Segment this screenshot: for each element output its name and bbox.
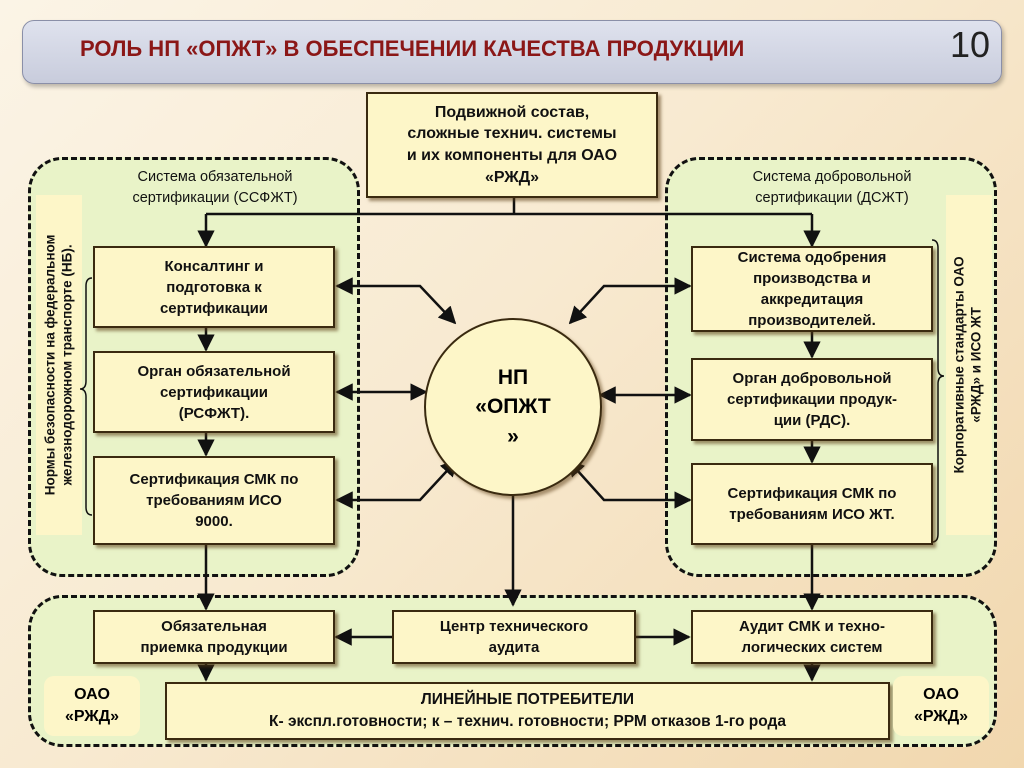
oao-rzd-right: ОАО«РЖД» [893,676,989,736]
np-opzht-circle: НП«ОПЖТ» [424,318,602,496]
right-brace [931,239,945,543]
right-side-label: Корпоративные стандарты ОАО«РЖД» и ИСО Ж… [946,195,992,535]
oao-rzd-left: ОАО«РЖД» [44,676,140,736]
title-bar [22,20,1002,84]
left-brace [79,277,93,516]
page-title: РОЛЬ НП «ОПЖТ» В ОБЕСПЕЧЕНИИ КАЧЕСТВА ПР… [80,36,745,61]
qms-audit-box: Аудит СМК и техно-логических систем [691,610,933,664]
page-number: 10 [950,24,991,65]
rolling-stock-box: Подвижной состав,сложные технич. системы… [366,92,658,198]
